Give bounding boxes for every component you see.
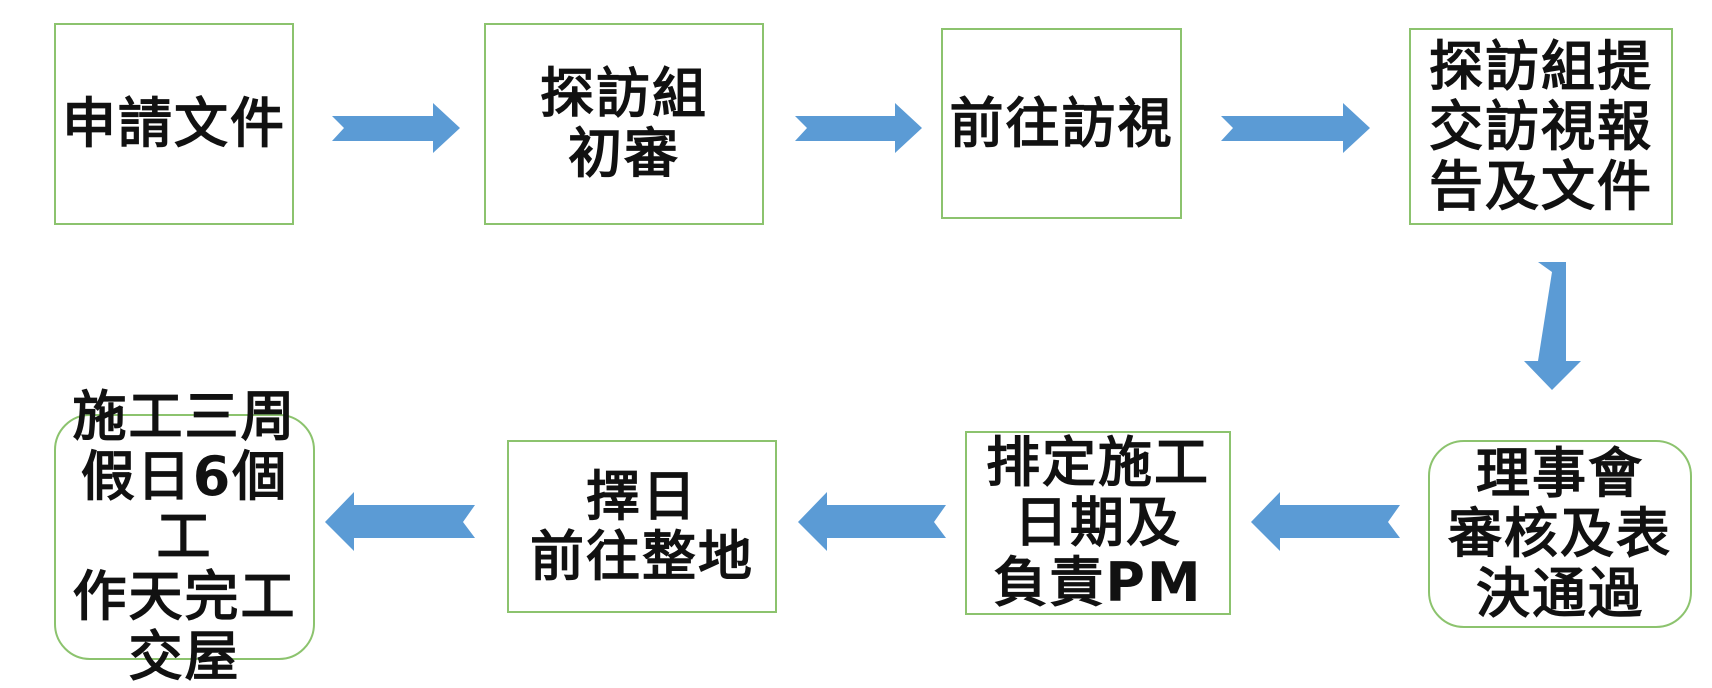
step-label: 探訪組 初審 <box>540 62 708 185</box>
step-label: 申請文件 <box>62 92 286 155</box>
arrow-right-2 <box>795 103 922 153</box>
step-box-construction-complete: 施工三周 假日6個工 作天完工 交屋 <box>54 387 315 687</box>
step-box-submit-report: 探訪組提 交訪視報 告及文件 <box>1409 28 1673 225</box>
step-label: 前往訪視 <box>949 91 1174 155</box>
step-box-apply-documents: 申請文件 <box>54 23 294 225</box>
step-label: 擇日 前往整地 <box>530 464 754 588</box>
arrow-right-3 <box>1221 103 1370 153</box>
step-box-site-preparation: 擇日 前往整地 <box>507 440 777 613</box>
arrow-left-1 <box>1251 492 1400 551</box>
step-box-initial-review: 探訪組 初審 <box>484 23 764 225</box>
step-label: 探訪組提 交訪視報 告及文件 <box>1429 34 1653 218</box>
arrow-left-2 <box>798 492 946 551</box>
step-box-site-visit: 前往訪視 <box>941 28 1182 219</box>
step-box-board-approval: 理事會 審核及表 決通過 <box>1428 440 1692 628</box>
step-label: 施工三周 假日6個工 作天完工 交屋 <box>72 385 297 688</box>
step-label: 理事會 審核及表 決通過 <box>1448 442 1672 625</box>
arrow-left-3 <box>325 492 475 551</box>
arrow-down-1 <box>1524 262 1581 390</box>
step-box-schedule-construction: 排定施工 日期及 負責PM <box>965 431 1231 615</box>
arrow-right-1 <box>332 103 460 153</box>
flow-arrows <box>325 103 1581 551</box>
step-label: 排定施工 日期及 負責PM <box>986 431 1210 614</box>
